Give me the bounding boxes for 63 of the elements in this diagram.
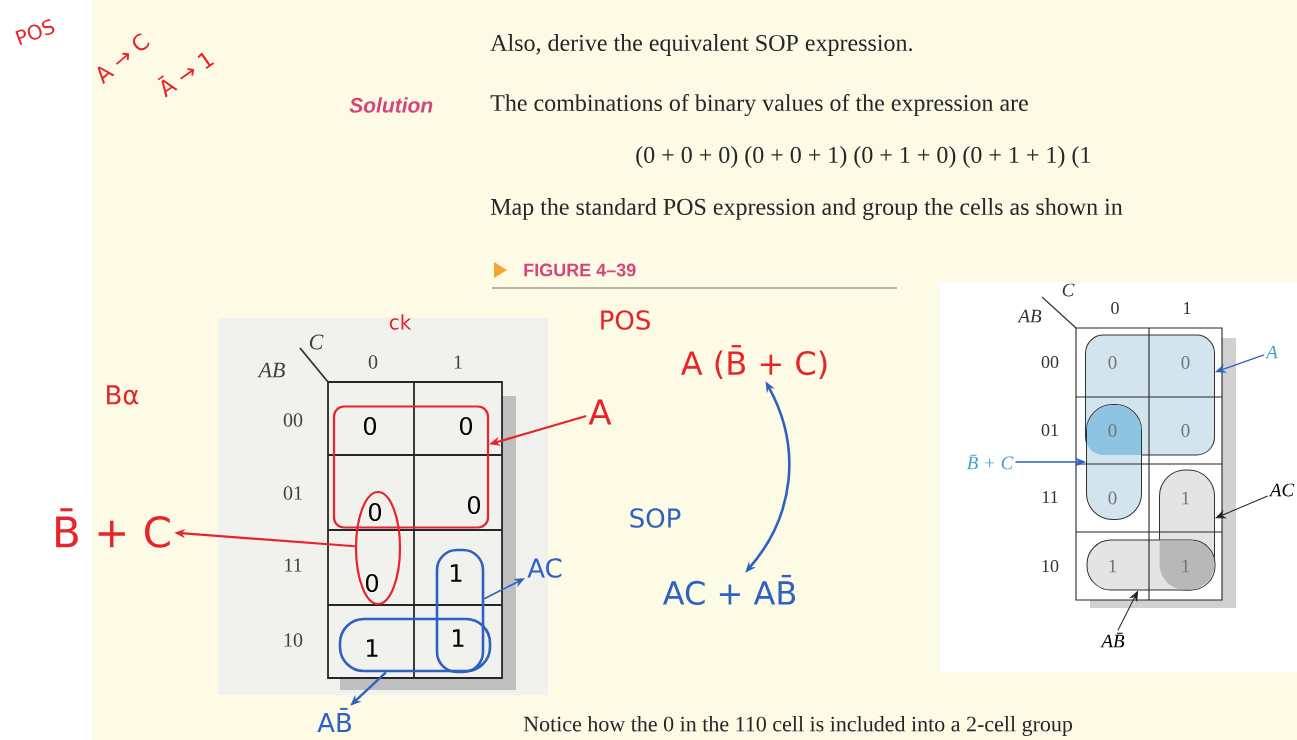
body-text: Also, derive the equivalent SOP expression.: [490, 34, 912, 56]
group-label: AC: [527, 558, 562, 578]
handwritten-note: SOP: [630, 508, 681, 528]
group-label: AB̄: [1100, 632, 1125, 648]
column-label: 0: [368, 355, 378, 369]
cell-value: 0: [365, 573, 379, 593]
row-label: 11: [1042, 491, 1058, 503]
row-label: 00: [283, 413, 303, 427]
row-label: 01: [283, 486, 302, 500]
row-label: 11: [285, 558, 302, 572]
cell-value: 1: [1182, 491, 1190, 505]
cell-value: 0: [368, 502, 382, 522]
cell-value: 1: [453, 629, 464, 647]
group-loop: [338, 617, 492, 673]
variable-label: C: [309, 334, 324, 350]
variable-label: AB: [1017, 309, 1042, 323]
row-label: 10: [1042, 559, 1059, 573]
handwritten-note: Ā → 1: [157, 52, 215, 98]
figure-caption: FIGURE 4–39: [494, 262, 636, 278]
body-text: Notice how the 0 in the 110 cell is included into a 2-cell group: [523, 716, 1073, 736]
handwritten-note: POS: [601, 310, 650, 330]
expression: A (B̄ + C): [681, 345, 827, 379]
group-loop: [435, 548, 485, 674]
solution-heading: Solution: [349, 97, 433, 113]
cell-value: 0: [1181, 356, 1190, 369]
body-text: (0 + 0 + 0) (0 + 0 + 1) (0 + 1 + 0) (0 + 1 + 1) (1: [636, 146, 1090, 168]
group-label: A: [588, 399, 612, 425]
group-loop: [1086, 539, 1216, 591]
cell-value: 0: [1108, 356, 1117, 369]
cell-value: 1: [1109, 559, 1117, 573]
cell-value: 0: [467, 495, 481, 515]
arrow: [1215, 495, 1269, 519]
variable-label: C: [1062, 283, 1075, 297]
group-label: AB̄: [317, 707, 351, 733]
cell-value: 0: [1181, 424, 1190, 437]
handwritten-note: A → C: [97, 33, 150, 85]
cell-value: 1: [1182, 559, 1190, 573]
column-label: 1: [454, 355, 462, 369]
row-label: 01: [1041, 423, 1058, 437]
cell-value: 1: [367, 639, 378, 657]
handwritten-note: Bα: [107, 385, 139, 405]
group-loop: [332, 405, 490, 529]
body-text: Map the standard POS expression and group the cells as shown in: [490, 198, 1123, 220]
variable-label: AB: [257, 362, 285, 378]
body-text: The combinations of binary values of the expression are: [490, 93, 1028, 117]
group-label: B̄ + C: [56, 508, 170, 548]
group-label: AC: [1268, 483, 1295, 497]
expression: AC + AB̄: [662, 574, 796, 606]
cell-value: 0: [1108, 491, 1117, 505]
arrow: [1117, 591, 1138, 631]
row-label: 10: [284, 633, 303, 647]
group-label: A: [1265, 345, 1278, 359]
handwritten-note: ck: [389, 314, 412, 330]
cell-value: 0: [459, 416, 473, 436]
handwritten-note: POS: [15, 19, 55, 46]
group-label: B̄ + C: [966, 454, 1014, 470]
group-loop: [354, 490, 402, 606]
cell-value: 1: [451, 564, 462, 582]
column-label: 1: [1184, 302, 1191, 314]
row-label: 00: [1041, 355, 1059, 369]
cell-value: 0: [363, 416, 377, 436]
cell-value: 0: [1108, 424, 1117, 437]
column-label: 0: [1111, 301, 1119, 315]
